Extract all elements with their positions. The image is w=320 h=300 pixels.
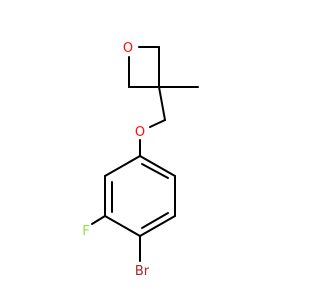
bond-ch2-link-o2	[149, 119, 166, 128]
bromine-label: Br	[135, 264, 150, 279]
bond-lines	[91, 46, 199, 262]
atom-labels: O O F Br	[82, 41, 150, 279]
fluorine-label: F	[82, 224, 89, 239]
bond-c1-c2	[104, 155, 141, 177]
bond-c6-c1	[139, 155, 176, 177]
bond-c3-c4	[104, 215, 141, 237]
bond-aromatic-c6-c1-inner	[141, 163, 169, 179]
molecule-structure-diagram: O O F Br	[82, 41, 199, 279]
bond-c4-c5	[139, 215, 176, 237]
bond-aromatic-c4-c5-inner	[141, 212, 169, 229]
oxetane-oxygen-label: O	[123, 41, 133, 56]
ether-oxygen-label: O	[135, 125, 145, 140]
bond-cq-ch2-link	[158, 86, 166, 121]
bond-c3-f	[91, 215, 106, 225]
